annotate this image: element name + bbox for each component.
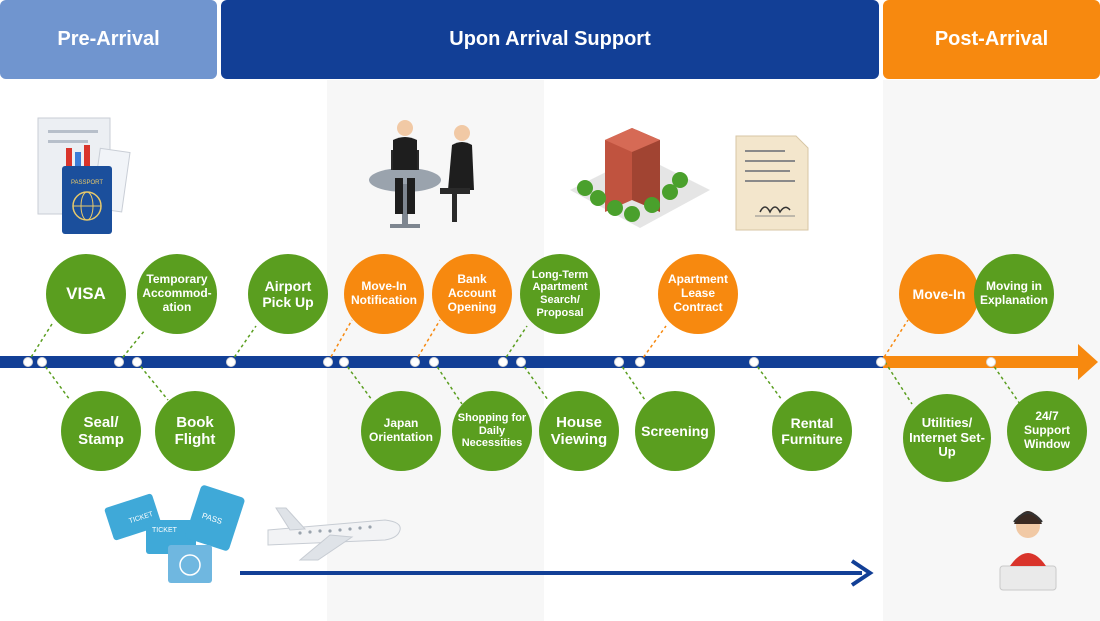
timeline-dot bbox=[323, 357, 333, 367]
step-bank-account-opening-label: Bank Account Opening bbox=[447, 272, 497, 314]
meeting-people-icon bbox=[369, 120, 474, 228]
step-support-window: 24/7 Support Window bbox=[1007, 391, 1087, 471]
step-house-viewing: House Viewing bbox=[539, 391, 619, 471]
phase-pre-arrival-label: Pre-Arrival bbox=[57, 28, 160, 50]
step-japan-orientation-label: Japan Orientation bbox=[368, 416, 433, 444]
phase-upon-arrival: Upon Arrival Support bbox=[221, 0, 879, 79]
step-long-term-apartment-search: Long-Term Apartment Search/ Proposal bbox=[520, 254, 600, 334]
timeline-dot bbox=[876, 357, 886, 367]
step-rental-furniture: Rental Furniture bbox=[772, 391, 852, 471]
step-apartment-lease-contract: Apartment Lease Contract bbox=[658, 254, 738, 334]
timeline-dot bbox=[114, 357, 124, 367]
step-visa: VISA bbox=[46, 254, 126, 334]
step-airport-pick-up: Airport Pick Up bbox=[248, 254, 328, 334]
phase-pre-arrival: Pre-Arrival bbox=[0, 0, 217, 79]
post-arrival-column-bg bbox=[883, 80, 1100, 621]
timeline-dot bbox=[635, 357, 645, 367]
timeline-dot bbox=[37, 357, 47, 367]
step-rental-furniture-label: Rental Furniture bbox=[781, 414, 843, 447]
step-long-term-apartment-search-label: Long-Term Apartment Search/ Proposal bbox=[531, 268, 589, 319]
step-book-flight-label: Book Flight bbox=[174, 413, 216, 448]
step-moving-in-explanation-label: Moving in Explanation bbox=[979, 279, 1048, 307]
timeline-dot bbox=[498, 357, 508, 367]
passport-text: PASSPORT bbox=[71, 180, 103, 186]
step-shopping-daily-necessities-label: Shopping for Daily Necessities bbox=[457, 412, 527, 450]
step-temporary-accommodation-label: Temporary Accommod-ation bbox=[142, 272, 212, 314]
timeline-arrowhead bbox=[1078, 344, 1098, 380]
phase-upon-arrival-label: Upon Arrival Support bbox=[449, 28, 651, 50]
airplane-icon bbox=[267, 507, 401, 561]
timeline-dot bbox=[516, 357, 526, 367]
timeline-blue-bar bbox=[0, 356, 883, 368]
timeline-dot bbox=[132, 357, 142, 367]
step-visa-label: VISA bbox=[66, 284, 106, 304]
tickets-passport-icon: TICKET TICKET PASS bbox=[104, 485, 245, 583]
timeline-dot bbox=[749, 357, 759, 367]
ticket-text-2: TICKET bbox=[152, 527, 178, 534]
step-screening-label: Screening bbox=[641, 422, 709, 439]
timeline-dot bbox=[226, 357, 236, 367]
phase-post-arrival-label: Post-Arrival bbox=[934, 28, 1049, 50]
flight-arrowhead bbox=[850, 559, 874, 587]
timeline-orange-bar bbox=[883, 356, 1083, 368]
timeline-dot bbox=[339, 357, 349, 367]
step-move-in-label: Move-In bbox=[912, 285, 966, 302]
step-move-in-notification-label: Move-In Notification bbox=[351, 279, 417, 307]
step-utilities-internet-set-up-label: Utilities/ Internet Set-Up bbox=[909, 414, 985, 460]
timeline-dot bbox=[429, 357, 439, 367]
step-seal-stamp-label: Seal/ Stamp bbox=[78, 413, 124, 448]
timeline-dot bbox=[614, 357, 624, 367]
step-move-in: Move-In bbox=[899, 254, 979, 334]
step-seal-stamp: Seal/ Stamp bbox=[61, 391, 141, 471]
step-screening: Screening bbox=[635, 391, 715, 471]
timeline-dot bbox=[23, 357, 33, 367]
step-japan-orientation: Japan Orientation bbox=[361, 391, 441, 471]
step-airport-pick-up-label: Airport Pick Up bbox=[262, 277, 314, 310]
step-moving-in-explanation: Moving in Explanation bbox=[974, 254, 1054, 334]
phase-post-arrival: Post-Arrival bbox=[883, 0, 1100, 79]
step-bank-account-opening: Bank Account Opening bbox=[432, 254, 512, 334]
step-utilities-internet-set-up: Utilities/ Internet Set-Up bbox=[903, 394, 991, 482]
step-house-viewing-label: House Viewing bbox=[550, 413, 608, 448]
contract-document-icon bbox=[735, 135, 809, 231]
step-move-in-notification: Move-In Notification bbox=[344, 254, 424, 334]
step-support-window-label: 24/7 Support Window bbox=[1024, 409, 1070, 451]
timeline-dot bbox=[986, 357, 996, 367]
support-operator-icon bbox=[999, 511, 1057, 591]
documents-passport-icon: PASSPORT bbox=[37, 117, 131, 234]
step-apartment-lease-contract-label: Apartment Lease Contract bbox=[667, 272, 728, 314]
apartment-building-icon bbox=[570, 128, 710, 228]
step-book-flight: Book Flight bbox=[155, 391, 235, 471]
step-temporary-accommodation: Temporary Accommod-ation bbox=[137, 254, 217, 334]
timeline-dot bbox=[410, 357, 420, 367]
step-shopping-daily-necessities: Shopping for Daily Necessities bbox=[452, 391, 532, 471]
